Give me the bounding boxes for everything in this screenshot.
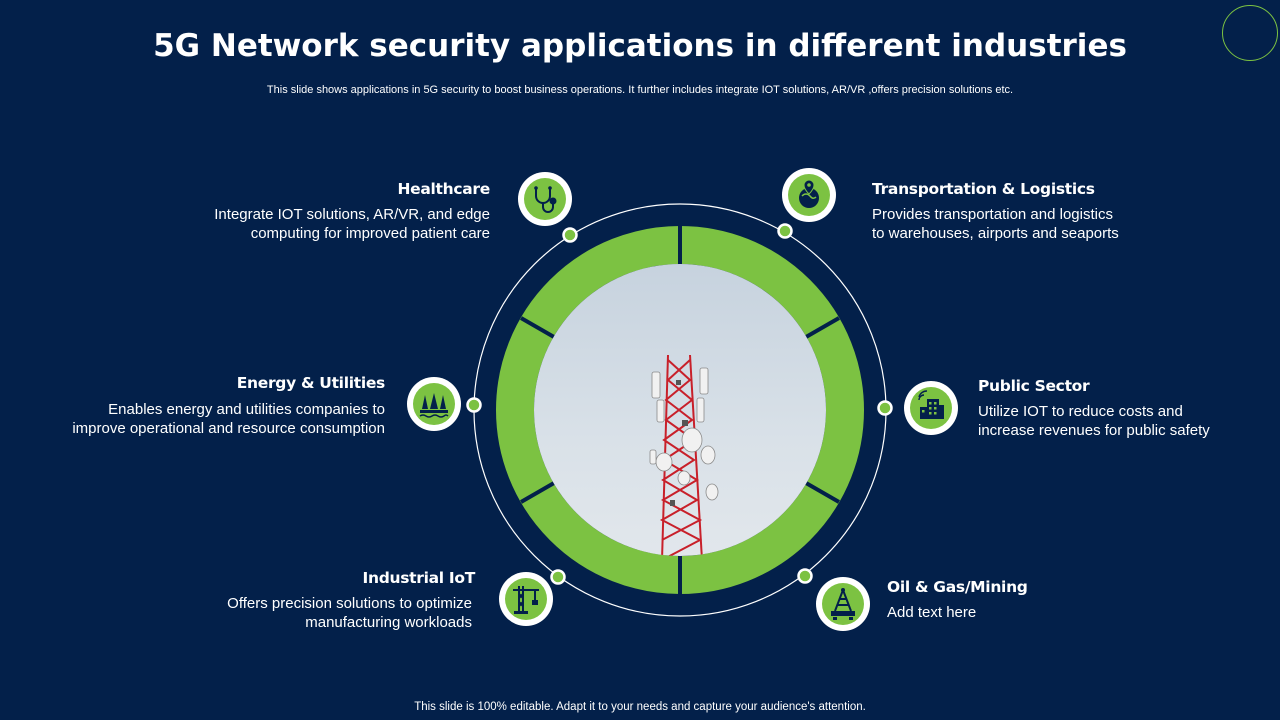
energy-desc-line2: improve operational and resource consump… <box>72 420 385 437</box>
transportation-title: Transportation & Logistics <box>872 180 1095 198</box>
public-sector-badge <box>904 381 958 435</box>
transportation-badge <box>782 168 836 222</box>
cell-tower-photo <box>534 264 826 556</box>
energy-title: Energy & Utilities <box>236 374 386 392</box>
industrial-iot-desc-line2: manufacturing workloads <box>305 614 472 631</box>
slide-footer: This slide is 100% editable. Adapt it to… <box>414 701 866 713</box>
slide-title: 5G Network security applications in diff… <box>153 28 1127 64</box>
public-sector-desc-line2: increase revenues for public safety <box>978 422 1210 439</box>
segment-separators <box>520 226 840 594</box>
transportation-desc-line1: Provides transportation and logistics <box>872 206 1113 223</box>
power-plant-icon <box>419 393 449 418</box>
globe-location-icon <box>799 179 819 208</box>
industrial-iot-badge <box>499 572 553 626</box>
healthcare-badge <box>518 172 572 226</box>
oil-gas-title: Oil & Gas/Mining <box>887 578 1028 596</box>
stethoscope-icon <box>534 186 557 213</box>
oil-gas-badge <box>816 577 870 631</box>
oil-gas-desc-line1: Add text here <box>887 604 977 621</box>
transportation-desc-line2: to warehouses, airports and seaports <box>872 225 1119 242</box>
public-sector-title: Public Sector <box>978 377 1090 395</box>
healthcare-desc-line1: Integrate IOT solutions, AR/VR, and edge <box>214 206 490 223</box>
healthcare-title: Healthcare <box>397 180 490 198</box>
industrial-iot-title: Industrial IoT <box>362 569 476 587</box>
energy-badge <box>407 377 461 431</box>
connector-dots <box>466 223 893 585</box>
industrial-iot-desc-line1: Offers precision solutions to optimize <box>227 595 472 612</box>
crane-icon <box>513 586 539 614</box>
energy-desc-line1: Enables energy and utilities companies t… <box>108 401 385 418</box>
slide-subtitle: This slide shows applications in 5G secu… <box>266 84 1014 96</box>
public-sector-desc-line1: Utilize IOT to reduce costs and <box>978 403 1183 420</box>
healthcare-desc-line2: computing for improved patient care <box>250 225 490 242</box>
smart-building-icon <box>918 390 944 419</box>
corner-decorative-ring <box>1222 5 1278 61</box>
oil-rig-icon <box>831 588 855 620</box>
